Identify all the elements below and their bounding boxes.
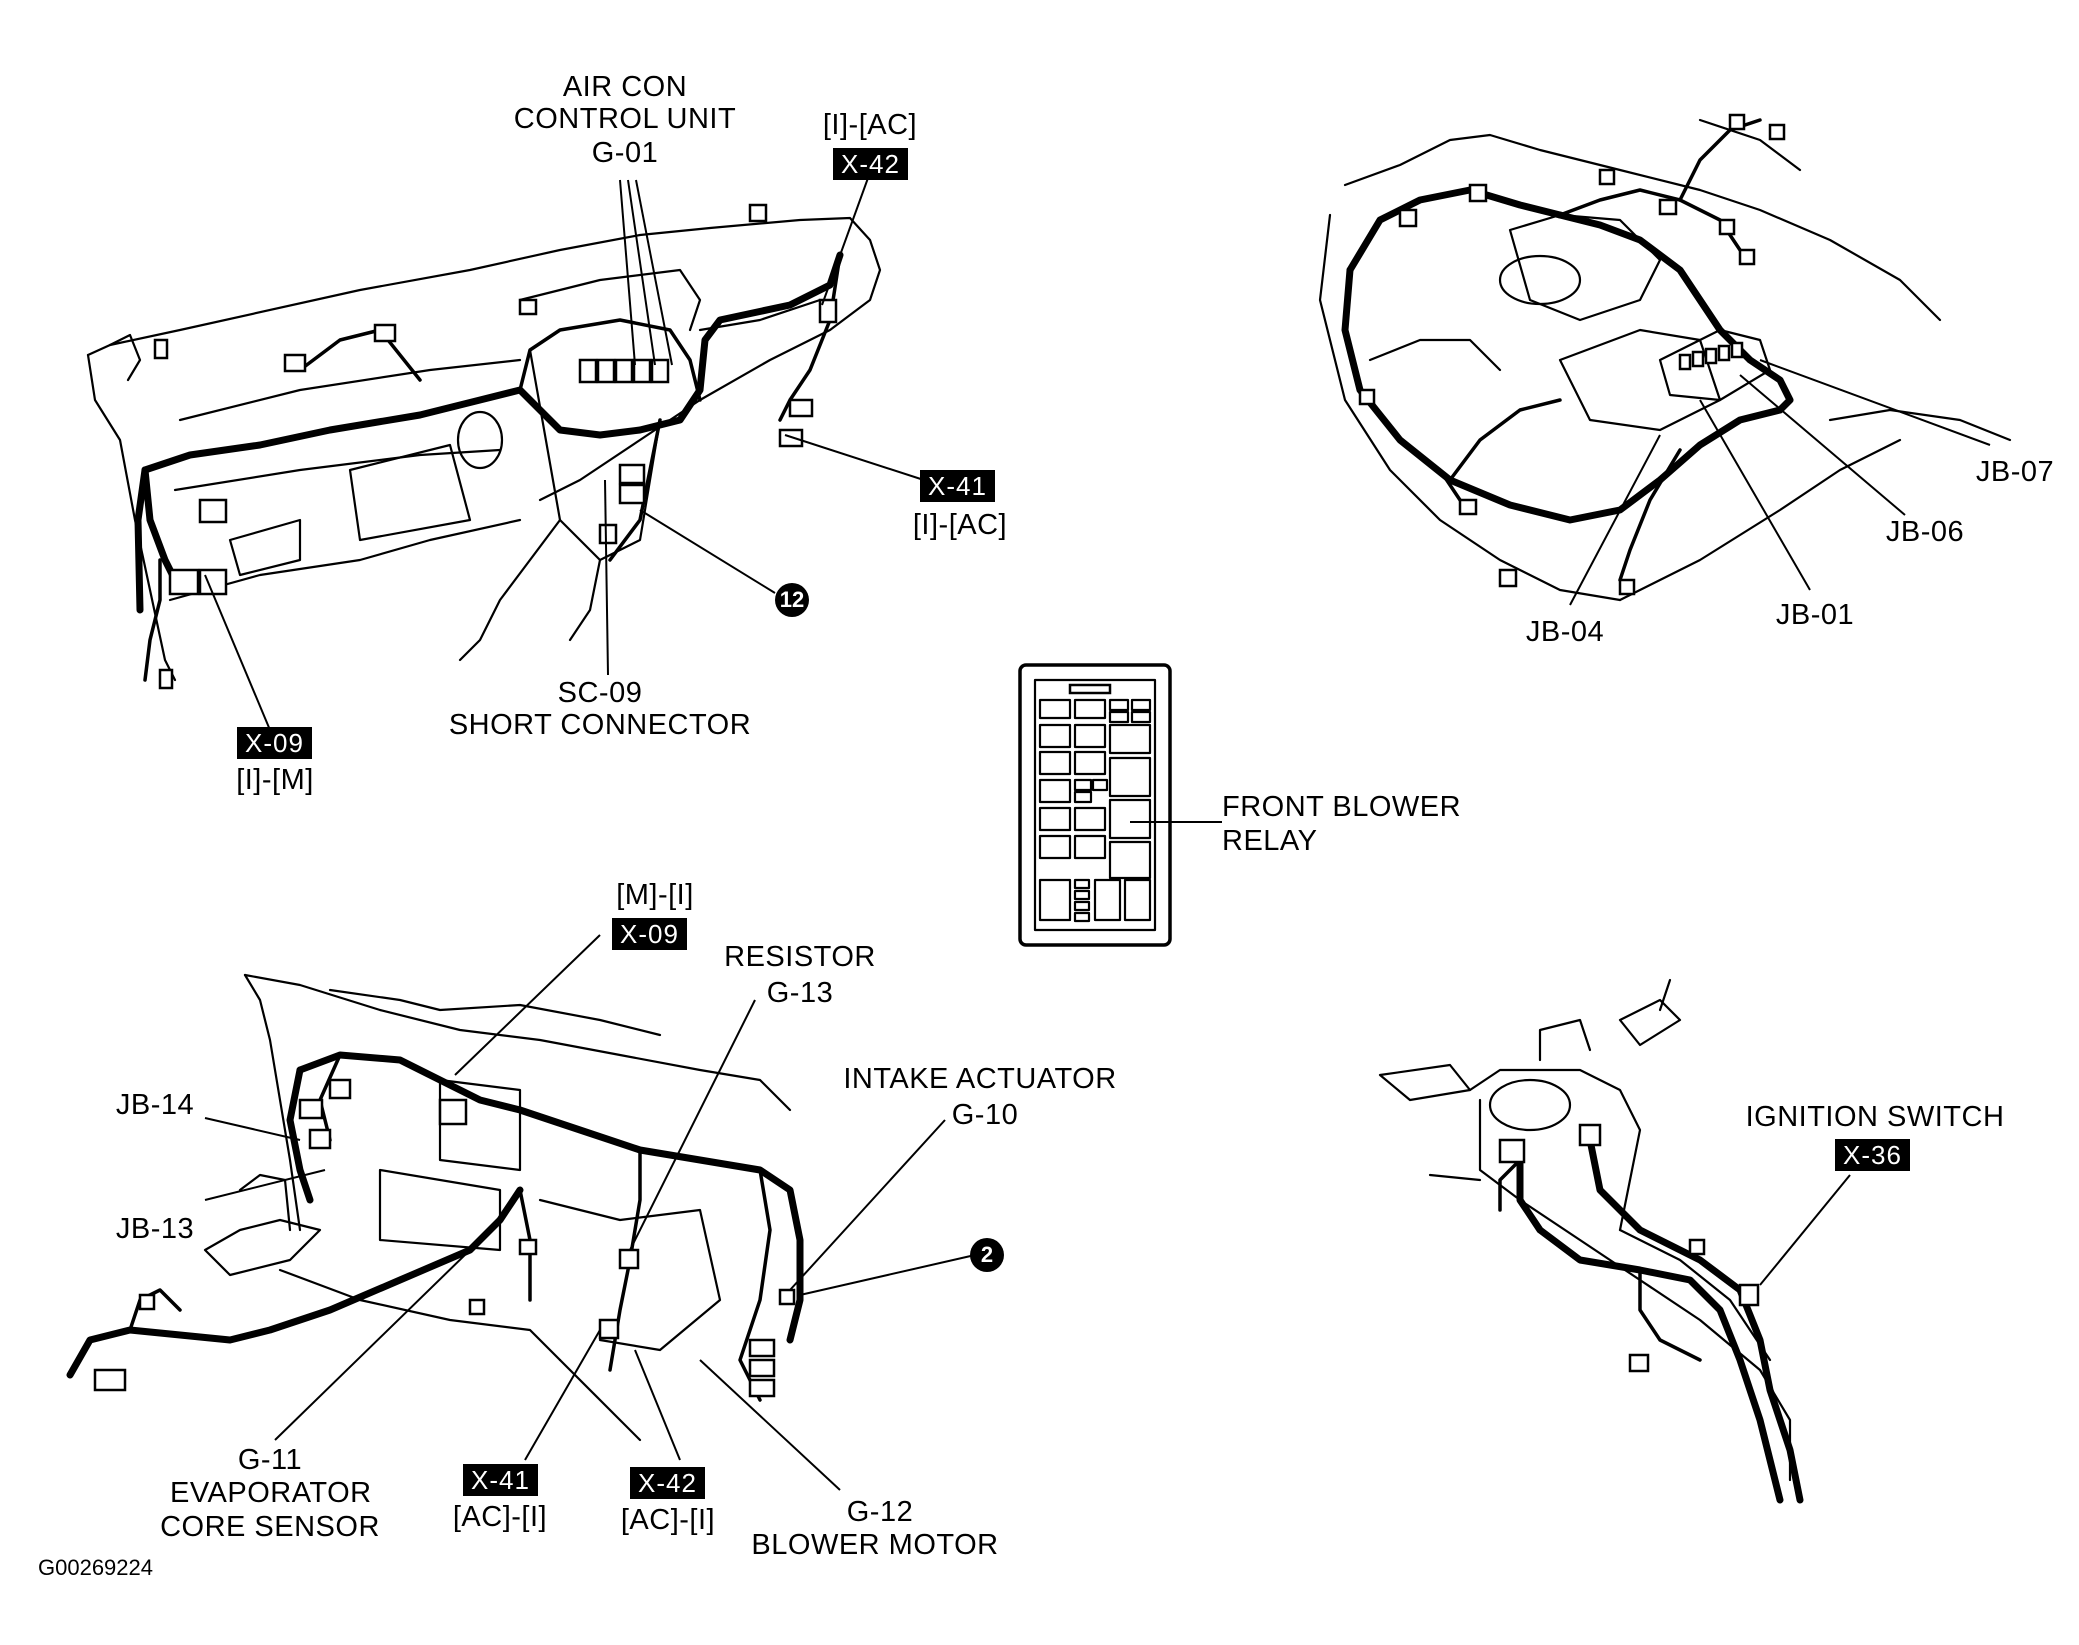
console-heater-view bbox=[66, 934, 976, 1491]
relay-box-view bbox=[1018, 663, 1222, 947]
g12-code: G-12 bbox=[846, 1496, 914, 1528]
relay-slot bbox=[1108, 698, 1130, 712]
relay-slot bbox=[1073, 900, 1091, 912]
x41-top-tag: X-41 bbox=[920, 470, 995, 502]
steering-column-view bbox=[1378, 978, 1851, 1504]
relay-slot bbox=[1038, 834, 1072, 860]
relay-slot bbox=[1073, 698, 1107, 720]
relay-slot bbox=[1073, 723, 1107, 749]
callout-12: 12 bbox=[775, 583, 809, 617]
x09-bottom-code: [M]-[I] bbox=[616, 879, 694, 911]
x41-top-code: [I]-[AC] bbox=[912, 509, 1008, 541]
relay-slot bbox=[1123, 878, 1152, 922]
resistor-name: RESISTOR bbox=[724, 941, 876, 973]
x36-tag: X-36 bbox=[1835, 1139, 1910, 1171]
x41-bottom-code: [AC]-[I] bbox=[452, 1501, 548, 1533]
relay-slot bbox=[1038, 698, 1072, 720]
figure-id: G00269224 bbox=[38, 1555, 153, 1580]
relay-slot bbox=[1038, 878, 1072, 922]
relay-slot bbox=[1108, 723, 1152, 755]
relay-slot bbox=[1130, 698, 1152, 712]
relay-slot bbox=[1038, 806, 1072, 832]
ignition-switch-name: IGNITION SWITCH bbox=[1745, 1101, 2005, 1133]
relay-slot bbox=[1091, 778, 1109, 792]
x42-bottom-code: [AC]-[I] bbox=[620, 1504, 716, 1536]
relay-slot bbox=[1073, 889, 1091, 901]
x41-bottom-tag: X-41 bbox=[463, 1464, 538, 1496]
air-con-label-line1: AIR CON bbox=[562, 71, 688, 103]
resistor-code: G-13 bbox=[766, 977, 834, 1009]
sc09-name: SHORT CONNECTOR bbox=[448, 709, 752, 741]
jb01-label: JB-01 bbox=[1775, 599, 1855, 631]
sc09-code: SC-09 bbox=[557, 677, 643, 709]
relay-slot bbox=[1073, 806, 1107, 832]
relay-slot bbox=[1038, 750, 1072, 776]
relay-slot bbox=[1038, 723, 1072, 749]
x42-top-code: [I]-[AC] bbox=[822, 109, 918, 141]
g11-code: G-11 bbox=[237, 1444, 303, 1476]
jb04-label: JB-04 bbox=[1525, 616, 1605, 648]
callout-2: 2 bbox=[970, 1238, 1004, 1272]
relay-slot bbox=[1038, 778, 1072, 804]
relay-slot bbox=[1073, 878, 1091, 890]
engine-bay-view bbox=[1318, 113, 2012, 606]
air-con-label-line2: CONTROL UNIT bbox=[513, 103, 737, 135]
relay-slot bbox=[1073, 790, 1093, 804]
jb14-label: JB-14 bbox=[115, 1089, 195, 1121]
relay-slot bbox=[1073, 750, 1107, 776]
g12-name: BLOWER MOTOR bbox=[751, 1529, 999, 1561]
relay-slot bbox=[1093, 878, 1122, 922]
air-con-code: G-01 bbox=[591, 137, 659, 169]
intake-actuator-code: G-10 bbox=[951, 1099, 1019, 1131]
relay-slot bbox=[1108, 710, 1130, 724]
instrument-panel-view bbox=[86, 177, 931, 731]
front-blower-relay-line2: RELAY bbox=[1222, 825, 1318, 857]
jb06-label: JB-06 bbox=[1885, 516, 1965, 548]
relay-slot bbox=[1108, 798, 1152, 840]
x09-top-tag: X-09 bbox=[237, 727, 312, 759]
g11-line1: EVAPORATOR bbox=[170, 1477, 372, 1509]
x09-bottom-tag: X-09 bbox=[612, 918, 687, 950]
relay-slot bbox=[1073, 911, 1091, 923]
g11-line2: CORE SENSOR bbox=[160, 1511, 380, 1543]
jb07-label: JB-07 bbox=[1975, 456, 2055, 488]
relay-slot bbox=[1108, 840, 1152, 880]
relay-slot bbox=[1108, 756, 1152, 798]
x09-top-code: [I]-[M] bbox=[236, 764, 314, 796]
x42-bottom-tag: X-42 bbox=[630, 1467, 705, 1499]
relay-slot bbox=[1130, 710, 1152, 724]
x42-top-tag: X-42 bbox=[833, 148, 908, 180]
jb13-label: JB-13 bbox=[115, 1213, 195, 1245]
front-blower-relay-line1: FRONT BLOWER bbox=[1222, 791, 1462, 823]
relay-slot bbox=[1073, 834, 1107, 860]
intake-actuator-name: INTAKE ACTUATOR bbox=[843, 1063, 1117, 1095]
relay-slot bbox=[1073, 778, 1093, 792]
